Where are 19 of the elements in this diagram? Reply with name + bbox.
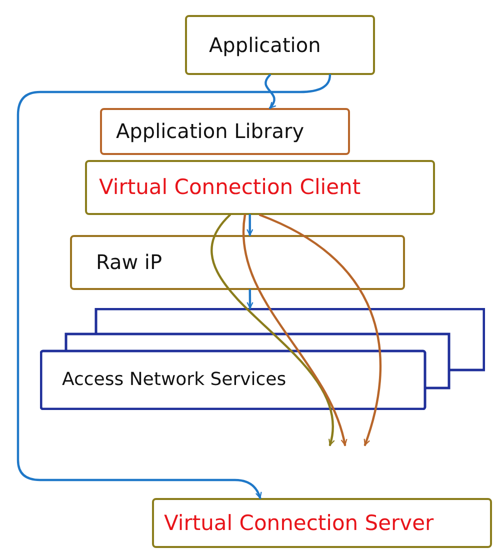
layer-label: Application Library	[116, 119, 304, 144]
layer-box	[100, 108, 350, 155]
arrow	[264, 74, 276, 110]
arrow	[246, 288, 254, 310]
layer-box	[70, 235, 405, 290]
layer-box	[152, 498, 492, 548]
arrow	[246, 214, 254, 236]
arrow	[242, 214, 347, 446]
layer-box	[85, 160, 435, 215]
arrow	[210, 214, 334, 446]
arrow	[16, 74, 332, 500]
layer-label: Raw iP	[96, 250, 162, 275]
layer-label: Access Network Services	[62, 368, 286, 392]
arrow	[258, 214, 382, 446]
stacked-layers-box	[40, 308, 485, 410]
layer-label: Application	[209, 32, 321, 58]
layer-label: Virtual Connection Server	[164, 510, 434, 536]
layer-box	[185, 15, 375, 75]
layer-label: Virtual Connection Client	[99, 174, 361, 201]
